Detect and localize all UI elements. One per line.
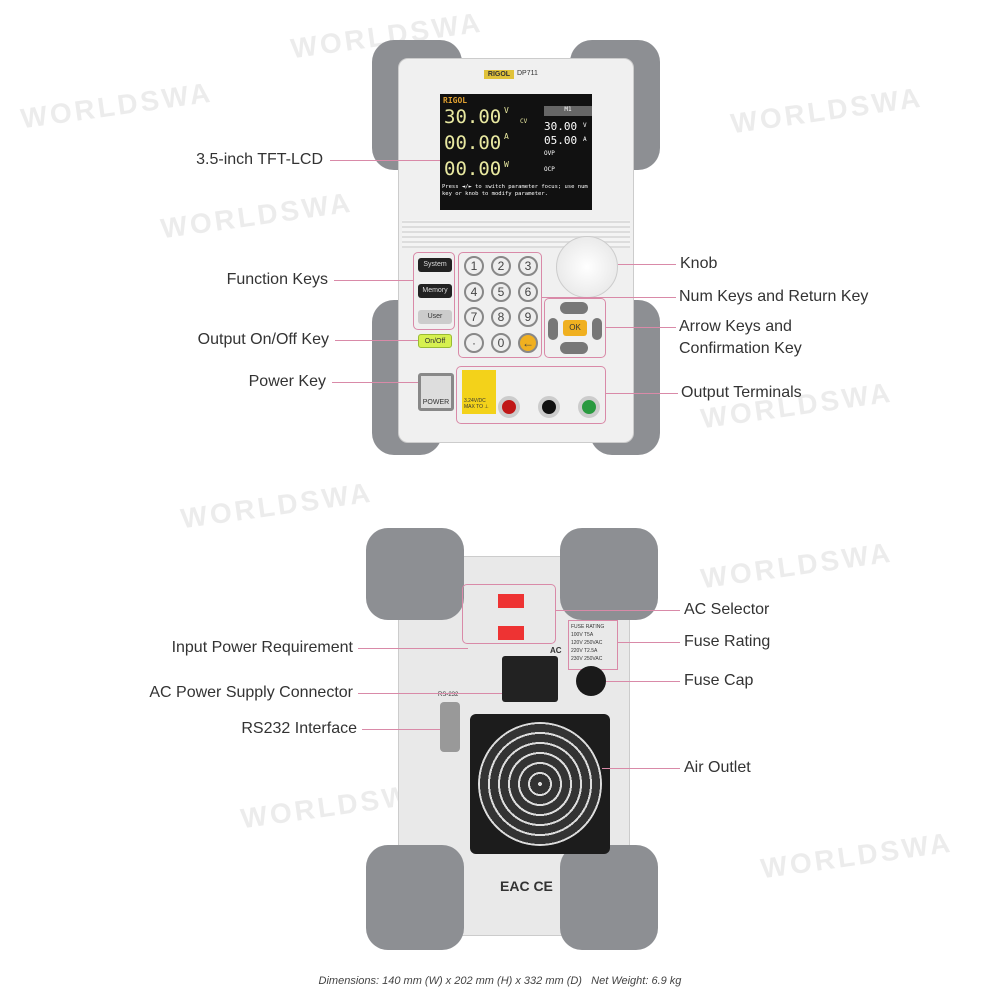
memory-key[interactable]: Memory bbox=[418, 284, 452, 298]
label-output-terminals: Output Terminals bbox=[681, 384, 802, 401]
output-onoff-key[interactable]: On/Off bbox=[418, 334, 452, 348]
watermark: WORLDSWA bbox=[158, 186, 355, 245]
arrow-down-key[interactable] bbox=[560, 342, 588, 354]
label-input-power: Input Power Requirement bbox=[171, 639, 353, 656]
fuse-rating-table: FUSE RATING 100V T5A 120V 250VAC 220V T2… bbox=[568, 620, 618, 670]
model-label: DP711 bbox=[517, 70, 538, 77]
negative-terminal[interactable] bbox=[538, 396, 560, 418]
decimal-key[interactable]: · bbox=[464, 333, 484, 353]
label-confirmation-key: Confirmation Key bbox=[679, 340, 802, 357]
label-air-outlet: Air Outlet bbox=[684, 759, 751, 776]
label-power-key: Power Key bbox=[248, 373, 326, 390]
ac-label: AC bbox=[550, 646, 562, 655]
arrow-up-key[interactable] bbox=[560, 302, 588, 314]
watermark: WORLDSWA bbox=[178, 476, 375, 535]
num-key-1[interactable]: 1 bbox=[464, 256, 484, 276]
num-key-2[interactable]: 2 bbox=[491, 256, 511, 276]
knob[interactable] bbox=[556, 236, 618, 298]
ok-key[interactable]: OK bbox=[563, 320, 587, 336]
arrow-right-key[interactable] bbox=[592, 318, 602, 340]
power-key-label: POWER bbox=[422, 399, 450, 406]
label-arrow-keys: Arrow Keys and bbox=[679, 318, 792, 335]
label-function-keys: Function Keys bbox=[226, 271, 328, 288]
label-ac-connector: AC Power Supply Connector bbox=[149, 684, 353, 701]
num-key-5[interactable]: 5 bbox=[491, 282, 511, 302]
label-ac-selector: AC Selector bbox=[684, 601, 770, 618]
return-key[interactable]: ← bbox=[518, 333, 538, 353]
watermark: WORLDSWA bbox=[728, 81, 925, 140]
brand-logo: RIGOL bbox=[484, 70, 514, 79]
label-fuse-rating: Fuse Rating bbox=[684, 633, 771, 650]
num-key-7[interactable]: 7 bbox=[464, 307, 484, 327]
system-key[interactable]: System bbox=[418, 258, 452, 272]
watermark: WORLDSWA bbox=[18, 76, 215, 135]
user-key[interactable]: User bbox=[418, 310, 452, 324]
label-fuse-cap: Fuse Cap bbox=[684, 672, 754, 689]
certification-marks: EAC CE bbox=[500, 878, 553, 894]
rs232-label: RS-232 bbox=[438, 692, 459, 698]
num-key-6[interactable]: 6 bbox=[518, 282, 538, 302]
warning-label: 3.24V/DC MAX TO ⊥ bbox=[462, 370, 496, 414]
label-onoff-key: Output On/Off Key bbox=[197, 331, 329, 348]
dimensions-caption: Dimensions: 140 mm (W) x 202 mm (H) x 33… bbox=[318, 975, 682, 987]
watermark: WORLDSWA bbox=[698, 536, 895, 595]
ac-power-connector[interactable] bbox=[502, 656, 558, 702]
label-tft-lcd: 3.5-inch TFT-LCD bbox=[196, 151, 323, 168]
num-key-3[interactable]: 3 bbox=[518, 256, 538, 276]
num-key-4[interactable]: 4 bbox=[464, 282, 484, 302]
num-key-9[interactable]: 9 bbox=[518, 307, 538, 327]
num-key-8[interactable]: 8 bbox=[491, 307, 511, 327]
fuse-cap[interactable] bbox=[576, 666, 606, 696]
tft-lcd-screen: RIGOL 30.00 V CV 00.00 A 00.00 W M1 30.0… bbox=[440, 94, 592, 210]
num-key-0[interactable]: 0 bbox=[491, 333, 511, 353]
watermark: WORLDSWA bbox=[758, 826, 955, 885]
ground-terminal[interactable] bbox=[578, 396, 600, 418]
positive-terminal[interactable] bbox=[498, 396, 520, 418]
arrow-left-key[interactable] bbox=[548, 318, 558, 340]
power-key[interactable] bbox=[418, 373, 454, 411]
label-num-keys: Num Keys and Return Key bbox=[679, 288, 869, 305]
ac-selector[interactable] bbox=[462, 584, 556, 644]
rs232-port[interactable] bbox=[440, 702, 460, 752]
label-rs232: RS232 Interface bbox=[241, 720, 357, 737]
label-knob: Knob bbox=[680, 255, 718, 272]
